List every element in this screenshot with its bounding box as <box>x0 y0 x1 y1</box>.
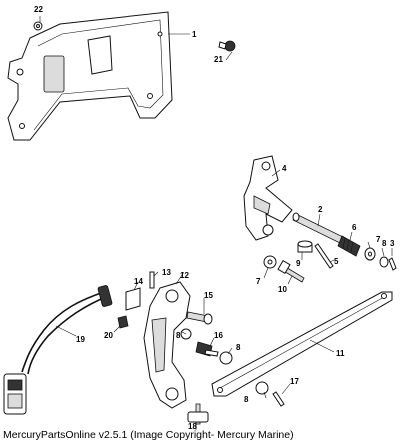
part-21-screw <box>218 40 236 52</box>
callout-1: 1 <box>192 30 197 39</box>
callout-2: 2 <box>318 205 323 214</box>
part-18-bolt <box>187 403 209 425</box>
part-16-stud <box>195 341 219 357</box>
part-1-mounting-plate <box>7 11 173 141</box>
callout-20: 20 <box>104 331 113 340</box>
part-14-bracket <box>125 287 141 311</box>
part-12-shift-lever <box>143 281 191 409</box>
callout-22: 22 <box>34 5 43 14</box>
callout-7-right: 7 <box>376 235 381 244</box>
callout-12: 12 <box>180 271 189 280</box>
callout-8-right: 8 <box>382 239 387 248</box>
callout-8-lever: 8 <box>176 331 181 340</box>
callout-6: 6 <box>352 223 357 232</box>
callout-3: 3 <box>390 239 395 248</box>
part-17-cotter <box>272 391 285 407</box>
callout-18: 18 <box>188 422 197 431</box>
copyright-footer: MercuryPartsOnline v2.5.1 (Image Copyrig… <box>3 429 294 441</box>
part-19-wire-harness <box>3 285 113 415</box>
callout-11: 11 <box>336 349 345 358</box>
part-8-washer-low <box>255 381 269 395</box>
callout-8-low: 8 <box>244 395 249 404</box>
part-22-clip-nut <box>33 21 43 31</box>
part-2-pin <box>292 212 346 245</box>
part-15-pin <box>186 311 213 325</box>
callout-21: 21 <box>214 55 223 64</box>
part-7-washer-right <box>364 247 376 261</box>
callout-15: 15 <box>204 291 213 300</box>
callout-10: 10 <box>278 285 287 294</box>
part-20-screw <box>117 315 129 329</box>
callout-17: 17 <box>290 377 299 386</box>
callout-7-left: 7 <box>256 277 261 286</box>
callout-19: 19 <box>76 335 85 344</box>
part-13-cotter <box>149 271 155 289</box>
part-5-cotter-pin <box>314 243 334 269</box>
part-3-cotter <box>388 257 397 271</box>
part-8-washer-right <box>379 256 389 268</box>
part-6-spring <box>337 235 361 257</box>
part-8-washer-mid <box>219 351 233 365</box>
leader-lines <box>39 16 393 430</box>
part-11-link-rod <box>211 291 393 397</box>
callout-5: 5 <box>334 257 339 266</box>
callout-4: 4 <box>282 164 287 173</box>
part-10-bolt <box>277 259 305 283</box>
callout-9: 9 <box>296 259 301 268</box>
part-4-shift-bracket <box>243 155 293 241</box>
callout-16: 16 <box>214 331 223 340</box>
callout-8-mid: 8 <box>236 343 241 352</box>
callout-14: 14 <box>134 277 143 286</box>
part-9-bushing <box>297 240 313 253</box>
callout-13: 13 <box>162 268 171 277</box>
part-7-washer-left <box>263 255 277 269</box>
